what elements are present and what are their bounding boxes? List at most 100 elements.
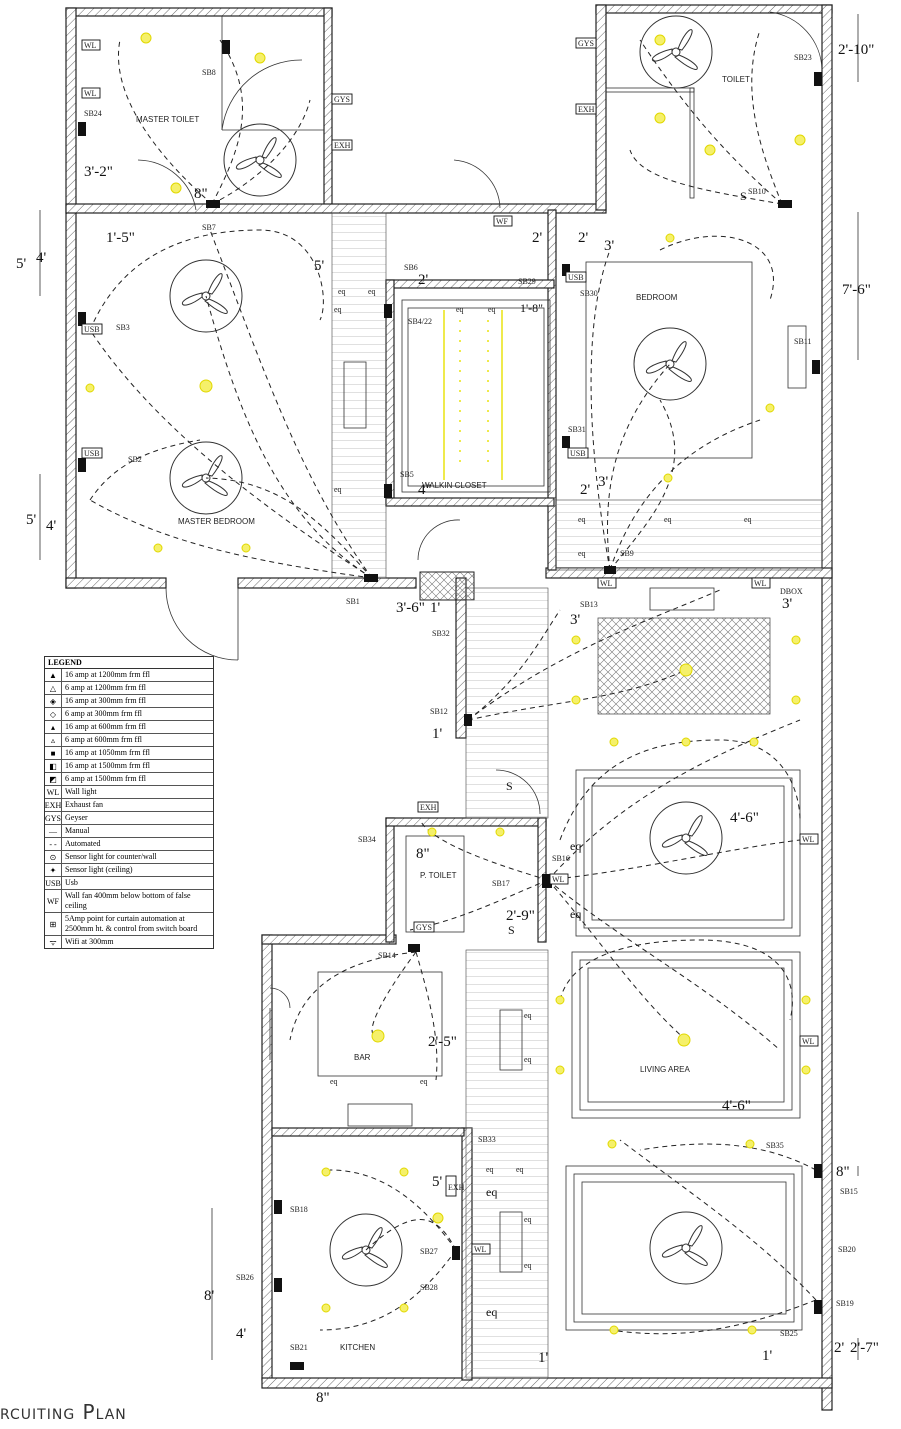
legend-text: 6 amp at 600mm frm ffl xyxy=(65,735,142,744)
legend-symbol-icon: ◩ xyxy=(45,773,62,785)
dimension-label: 1' xyxy=(432,726,443,742)
wall-light-tag: WL xyxy=(552,875,565,884)
legend-text: Manual xyxy=(65,826,90,835)
dimension-label: 7'-6" xyxy=(842,282,871,298)
sb-label: SB34 xyxy=(358,835,376,844)
legend-row: △6 amp at 1200mm frm ffl xyxy=(45,682,213,695)
room-label-bedroom: BEDROOM xyxy=(636,293,678,302)
eq-mark: eq xyxy=(516,1165,524,1174)
legend-row: - -Automated xyxy=(45,838,213,851)
eq-mark: eq xyxy=(486,1185,497,1199)
eq-mark: eq xyxy=(524,1011,532,1020)
switch-mark: S xyxy=(740,189,747,203)
dimension-lines xyxy=(39,14,859,1360)
dbox-tag: DBOX xyxy=(780,587,803,596)
legend-symbol-icon: ᯤ xyxy=(45,936,62,948)
sb-label: SB26 xyxy=(236,1273,254,1282)
eq-mark: eq xyxy=(334,305,342,314)
exhaust-fan-tag: EXH xyxy=(420,803,437,812)
sb-label: SB7 xyxy=(202,223,216,232)
room-label-living-area: LIVING AREA xyxy=(640,1065,690,1074)
equipment-tags: WL WL GYS EXH GYS EXH USB USB WF USB USB… xyxy=(81,37,819,1319)
legend-row: ⊙Sensor light for counter/wall xyxy=(45,851,213,864)
dimension-label: 1' xyxy=(538,1350,549,1366)
fan-icon xyxy=(649,801,723,875)
legend-symbol-icon: EXH xyxy=(44,799,62,811)
legend-symbol-icon: — xyxy=(45,825,62,837)
sb-label: SB19 xyxy=(836,1299,854,1308)
geyser-tag: GYS xyxy=(416,923,432,932)
eq-mark: eq xyxy=(578,549,586,558)
legend-title: LEGEND xyxy=(45,657,213,669)
room-label-master-toilet: MASTER TOILET xyxy=(136,115,199,124)
legend-symbol-icon: ⊞ xyxy=(45,913,62,935)
legend-text: 16 amp at 1500mm frm ffl xyxy=(65,761,150,770)
sb-label: SB28 xyxy=(420,1283,438,1292)
legend-text: Wall fan 400mm below bottom of false cei… xyxy=(65,891,191,910)
legend-symbol-icon: WL xyxy=(45,786,62,798)
dimension-label: 2' xyxy=(532,230,543,246)
legend-symbol-icon: ▵ xyxy=(45,734,62,746)
dimension-label: 4" xyxy=(418,482,432,498)
legend-text: Usb xyxy=(65,878,78,887)
sb-label: SB11 xyxy=(794,337,812,346)
dimension-label: 4'-6" xyxy=(730,810,759,826)
legend-row: ◧16 amp at 1500mm frm ffl xyxy=(45,760,213,773)
sb-label: SB18 xyxy=(290,1205,308,1214)
legend-text: 6 amp at 300mm frm ffl xyxy=(65,709,142,718)
dimension-label: 1' xyxy=(762,1348,773,1364)
dimension-label: 3' xyxy=(598,474,609,490)
fan-icon xyxy=(633,327,707,401)
legend-symbol-icon: USB xyxy=(45,877,62,889)
eq-mark: eq xyxy=(524,1055,532,1064)
plan-title: rcuiting Plan xyxy=(0,1400,127,1424)
exhaust-fan-tag: EXH xyxy=(334,141,351,150)
dimension-label: 2'-5" xyxy=(428,1034,457,1050)
legend-row: ■16 amp at 1050mm frm ffl xyxy=(45,747,213,760)
fan-icon xyxy=(649,1211,723,1285)
sb-label: SB31 xyxy=(568,425,586,434)
legend-row: ⊞5Amp point for curtain automation at 25… xyxy=(45,913,213,936)
geyser-tag: GYS xyxy=(334,95,350,104)
sb-label: SB21 xyxy=(290,1343,308,1352)
sb-label: SB5 xyxy=(400,470,414,479)
sb-label: SB13 xyxy=(580,600,598,609)
sb-label: SB16 xyxy=(552,854,570,863)
sb-label: SB9 xyxy=(620,549,634,558)
sb-label: SB12 xyxy=(430,707,448,716)
sb-label: SB25 xyxy=(780,1329,798,1338)
legend-symbol-icon: ◈ xyxy=(45,695,62,707)
room-label-bar: BAR xyxy=(354,1053,371,1062)
geyser-tag: GYS xyxy=(578,39,594,48)
sb-label: SB35 xyxy=(766,1141,784,1150)
eq-mark: eq xyxy=(486,1305,497,1319)
legend-row: ✦Sensor light (ceiling) xyxy=(45,864,213,877)
legend-text: 16 amp at 1200mm frm ffl xyxy=(65,670,150,679)
dimension-label: 8' xyxy=(204,1288,215,1304)
room-label-walkin-closet: WALKIN CLOSET xyxy=(422,481,487,490)
legend-text: 16 amp at 600mm frm ffl xyxy=(65,722,146,731)
wall-light-tag: WL xyxy=(474,1245,487,1254)
room-label-toilet: TOILET xyxy=(722,75,750,84)
exhaust-fan-tag: EXH xyxy=(578,105,595,114)
dimension-label: 4' xyxy=(46,518,57,534)
dimension-label: 3' xyxy=(570,612,581,628)
sb-label: SB10 xyxy=(748,187,766,196)
wall-light-tag: WL xyxy=(84,41,97,50)
dimension-label: 5' xyxy=(432,1174,443,1190)
usb-tag: USB xyxy=(84,449,100,458)
exhaust-fan-tag: EXH xyxy=(448,1183,465,1192)
eq-mark: eq xyxy=(524,1215,532,1224)
dimension-label: 1'-5" xyxy=(106,230,135,246)
dimension-label: 4' xyxy=(36,250,47,266)
sb-label: SB32 xyxy=(432,629,450,638)
legend-text: Sensor light for counter/wall xyxy=(65,852,157,861)
sb-label: SB29 xyxy=(518,277,536,286)
legend-text: 6 amp at 1200mm frm ffl xyxy=(65,683,146,692)
dimension-label: 4'-6" xyxy=(722,1098,751,1114)
sb-label: SB6 xyxy=(404,263,418,272)
legend-row: ◩6 amp at 1500mm frm ffl xyxy=(45,773,213,786)
sb-label: SB2 xyxy=(128,455,142,464)
legend-symbol-icon: △ xyxy=(45,682,62,694)
